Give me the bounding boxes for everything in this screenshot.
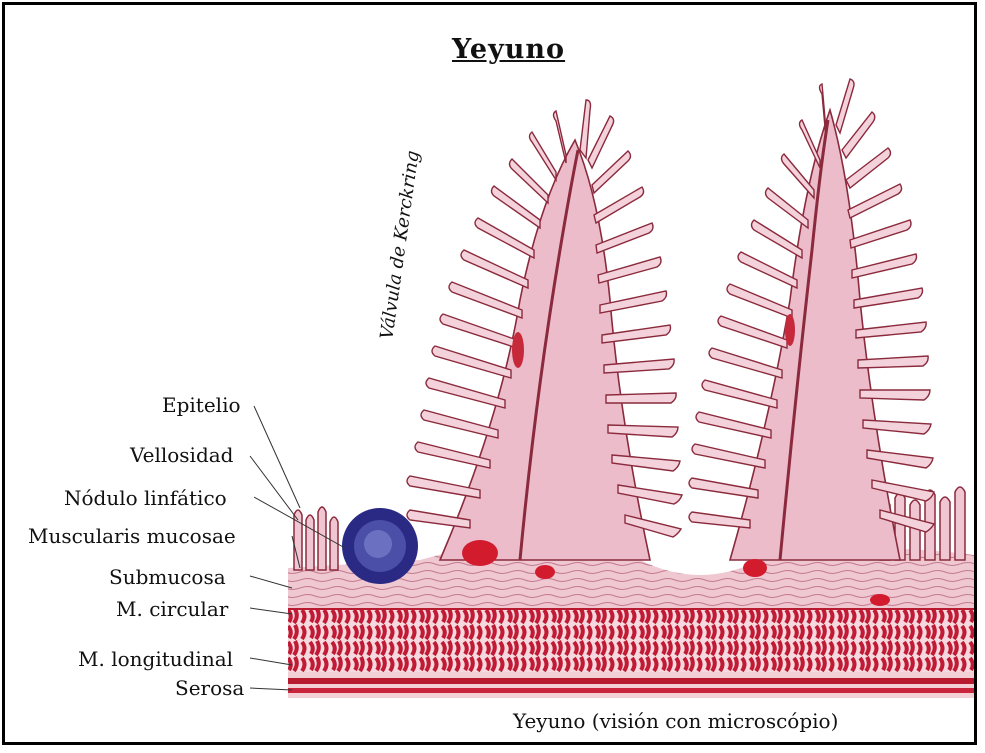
label-m-longitudinal: M. longitudinal xyxy=(78,647,233,671)
label-nodulo-linfatico: Nódulo linfático xyxy=(64,486,227,510)
muscle-layer xyxy=(288,608,974,672)
label-m-circular: M. circular xyxy=(116,597,228,621)
label-epitelio: Epitelio xyxy=(162,393,241,417)
label-muscularis-mucosae: Muscularis mucosae xyxy=(28,524,236,548)
serosa-layer xyxy=(288,672,974,698)
label-serosa: Serosa xyxy=(175,676,244,700)
diagram-title: Yeyuno xyxy=(452,34,565,65)
caption: Yeyuno (visión con microscópio) xyxy=(513,709,838,733)
label-submucosa: Submucosa xyxy=(109,565,226,589)
label-vellosidad: Vellosidad xyxy=(130,443,233,467)
lymph-nodule xyxy=(342,508,418,584)
